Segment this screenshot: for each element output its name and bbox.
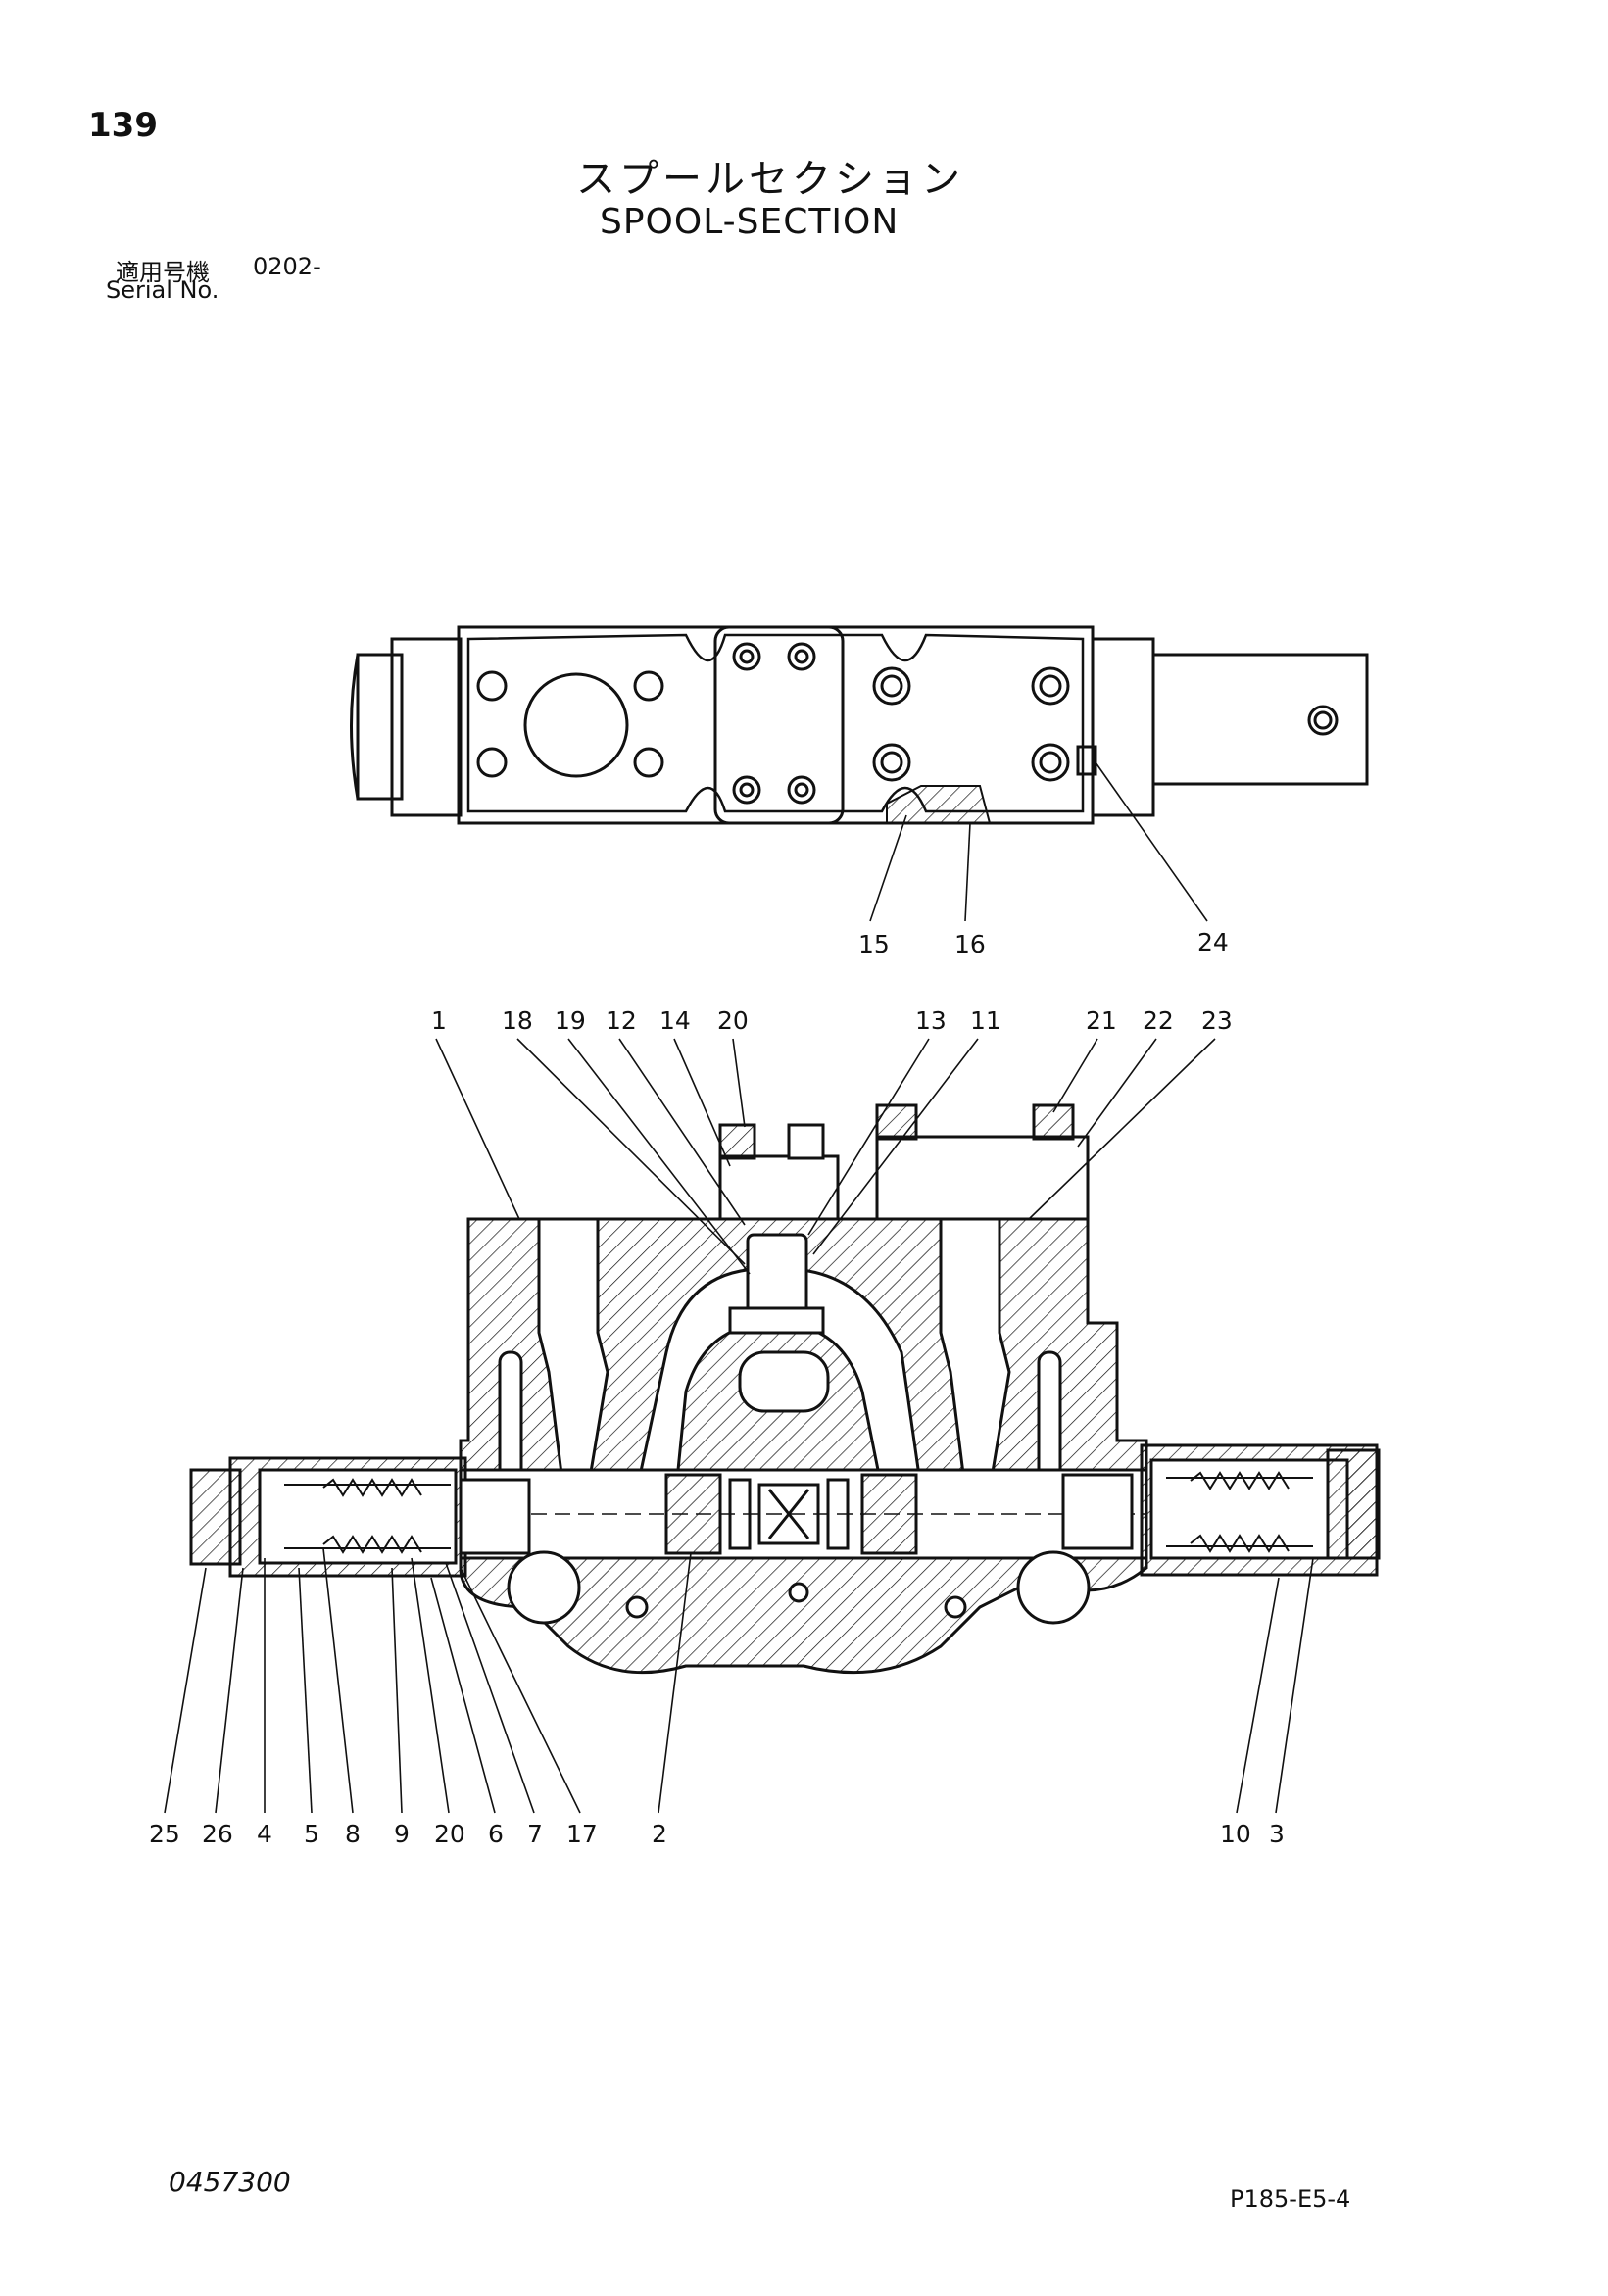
- callout-19: 19: [555, 1006, 586, 1035]
- callout-18: 18: [502, 1006, 533, 1035]
- top-left-flange: [390, 637, 463, 817]
- callout-2: 2: [652, 1820, 667, 1848]
- callout-8: 8: [345, 1820, 361, 1848]
- bolt: [633, 670, 664, 702]
- callout-5: 5: [304, 1820, 319, 1848]
- top-port-circle: [523, 672, 629, 778]
- plug-24: [1076, 745, 1097, 776]
- callout-22: 22: [1143, 1006, 1174, 1035]
- title-english: SPOOL-SECTION: [600, 202, 900, 242]
- bolt: [476, 747, 508, 778]
- top-right-cap: [1153, 653, 1369, 786]
- callout-10: 10: [1220, 1820, 1251, 1848]
- callout-7: 7: [527, 1820, 543, 1848]
- callout-24: 24: [1197, 928, 1229, 956]
- top-left-cap: [350, 653, 404, 801]
- top-view: [350, 625, 1369, 825]
- serial-label-english: Serial No.: [106, 276, 219, 304]
- top-cutaway: [886, 785, 992, 824]
- callout-20-bottom: 20: [434, 1820, 465, 1848]
- section-view: [189, 1103, 1381, 1675]
- callout-11: 11: [970, 1006, 1001, 1035]
- callout-13: 13: [915, 1006, 947, 1035]
- page-number: 139: [88, 106, 158, 145]
- top-main-body: [457, 625, 1095, 825]
- callout-12: 12: [606, 1006, 637, 1035]
- document-number: 0457300: [169, 2166, 291, 2198]
- title-japanese: スプールセクション: [576, 157, 964, 202]
- callout-17: 17: [566, 1820, 598, 1848]
- leader-lines: [164, 761, 1314, 1814]
- callout-1: 1: [431, 1006, 447, 1035]
- callout-23: 23: [1201, 1006, 1233, 1035]
- bolt: [633, 747, 664, 778]
- callout-6: 6: [488, 1820, 504, 1848]
- bolt: [476, 670, 508, 702]
- callout-3: 3: [1269, 1820, 1285, 1848]
- callout-26: 26: [202, 1820, 233, 1848]
- top-center-plate: [713, 625, 845, 825]
- top-body-outline: [466, 633, 1085, 813]
- callout-labels: 15 16 24 1 18 19 12 14 20 13 11 21 22 23…: [149, 928, 1285, 1848]
- callout-20-top: 20: [717, 1006, 749, 1035]
- page-code: P185-E5-4: [1230, 2185, 1351, 2213]
- serial-label-japanese: 適用号機: [116, 259, 210, 286]
- callout-9: 9: [394, 1820, 410, 1848]
- callout-4: 4: [257, 1820, 272, 1848]
- callout-25: 25: [149, 1820, 180, 1848]
- callout-14: 14: [659, 1006, 691, 1035]
- callout-21: 21: [1086, 1006, 1117, 1035]
- callout-16: 16: [954, 930, 986, 958]
- top-right-flange: [1091, 637, 1155, 817]
- callout-15: 15: [858, 930, 890, 958]
- serial-range: 0202-: [253, 253, 321, 280]
